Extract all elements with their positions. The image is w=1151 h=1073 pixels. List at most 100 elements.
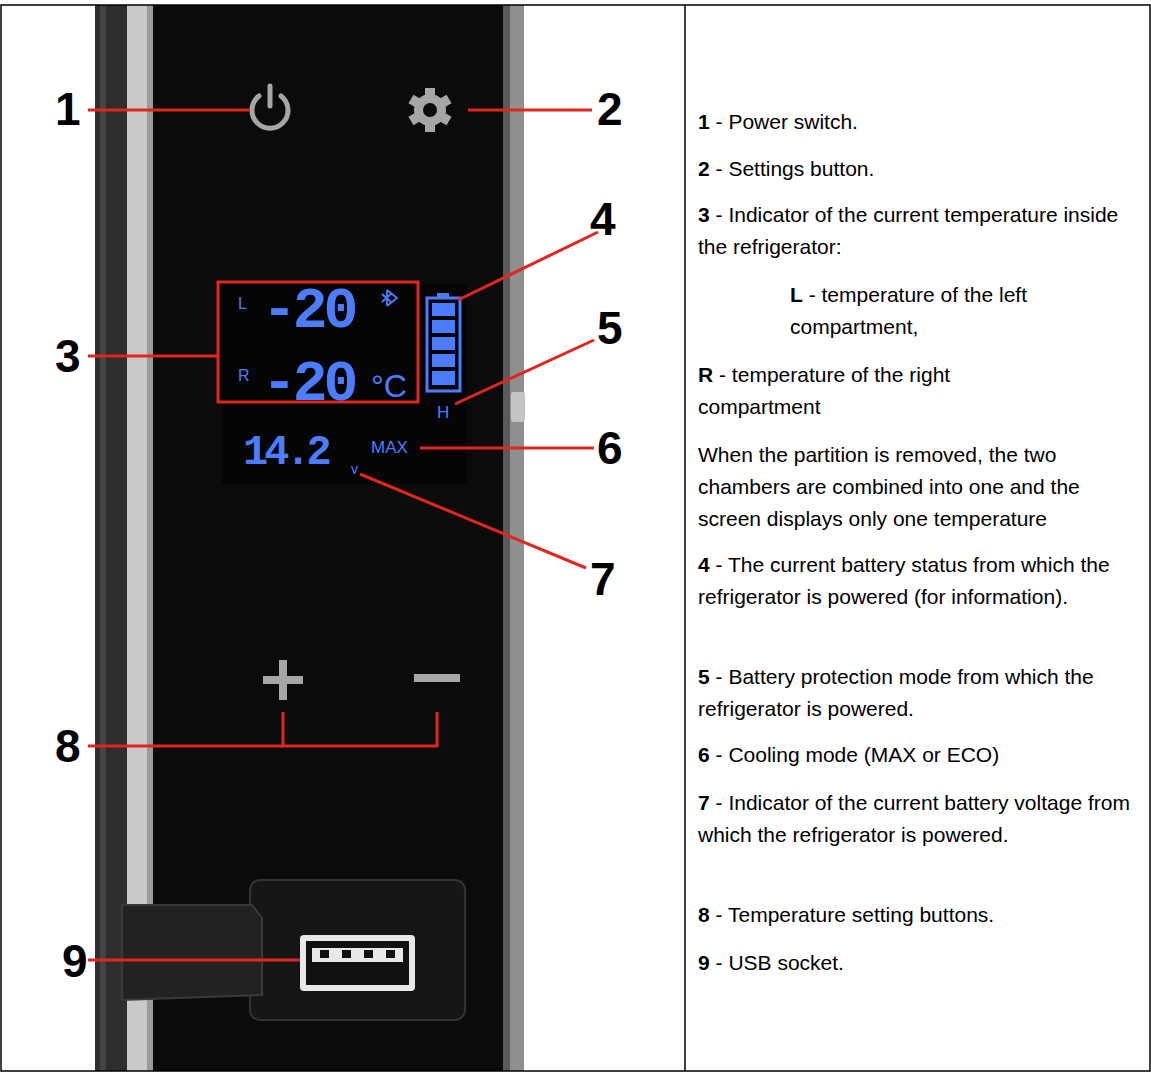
gear-icon-part — [423, 103, 437, 117]
callout-number: 1 — [55, 86, 81, 132]
callout-number: 4 — [590, 196, 616, 242]
callout-number: 8 — [55, 723, 81, 769]
description-paragraph: R- temperature of the right compartment — [698, 359, 1028, 423]
description-paragraph: 2- Settings button. — [698, 153, 1143, 185]
usb-socket-part — [320, 950, 329, 958]
description-paragraph: 9 - USB socket. — [698, 947, 1146, 979]
display-letter: R — [238, 368, 250, 384]
item-number: 2 — [698, 157, 710, 180]
callout-number: 5 — [597, 305, 623, 351]
callout-number: 6 — [597, 425, 623, 471]
item-number: 8 — [698, 903, 710, 926]
leader-lines-part — [360, 474, 586, 568]
callout-number: 2 — [597, 86, 623, 132]
item-number: 9 — [698, 951, 710, 974]
item-description: - Cooling mode (MAX or ECO) — [716, 743, 1000, 766]
leader-lines-part — [88, 745, 283, 748]
frame-lines-part — [684, 5, 686, 1071]
frame-lines — [1, 5, 1150, 1071]
gear-icon-part-part — [408, 95, 451, 126]
callout-number: 7 — [590, 556, 616, 602]
leader-lines — [88, 110, 598, 960]
usb-socket-part — [306, 941, 409, 985]
bluetooth-icon — [382, 290, 397, 306]
description-paragraph: 6 - Cooling mode (MAX or ECO) — [698, 739, 1146, 771]
gear-icon-part-part — [408, 95, 451, 126]
description-paragraph: 3- Indicator of the current temperature … — [698, 199, 1143, 263]
item-description: - temperature of the left compartment, — [790, 283, 1027, 338]
gear-icon-part — [408, 88, 451, 132]
item-number: 5 — [698, 665, 710, 688]
battery-icon-part — [432, 303, 455, 316]
device-body-part — [511, 392, 525, 422]
item-description: - temperature of the right compartment — [698, 363, 950, 418]
leader-lines-part — [88, 959, 300, 962]
description-paragraph: 8 - Temperature setting buttons. — [698, 899, 1146, 931]
leader-lines-part — [455, 340, 594, 404]
power-icon — [252, 86, 288, 128]
item-description: - Indicator of the current temperature i… — [698, 203, 1118, 258]
display-screen-part — [222, 284, 467, 484]
usb-socket-part — [342, 950, 351, 958]
usb-socket-part — [312, 948, 403, 962]
leader-lines-part — [283, 712, 437, 746]
frame-lines-part — [1, 5, 1150, 1071]
usb-socket-part — [122, 905, 262, 1000]
callout-number: 3 — [55, 333, 81, 379]
battery-icon-part — [432, 320, 455, 333]
item-description: - Temperature setting buttons. — [716, 903, 995, 926]
usb-socket-part — [250, 880, 465, 1020]
description-paragraph: L- temperature of the left compartment, — [790, 279, 1080, 343]
leader-lines-part — [88, 355, 218, 358]
gear-icon-part-part — [414, 94, 446, 126]
leader-lines-part — [458, 232, 598, 300]
item-description: - The current battery status from which … — [698, 553, 1110, 608]
display-mode-letter: H — [437, 404, 449, 421]
usb-socket-part — [300, 935, 415, 991]
item-number: 4 — [698, 553, 710, 576]
display-mode: MAX — [371, 439, 408, 456]
display-letter: L — [238, 296, 247, 312]
temperature-buttons — [263, 660, 460, 700]
bluetooth-icon-part — [382, 290, 397, 306]
item-number: 6 — [698, 743, 710, 766]
item-description: - Power switch. — [716, 110, 858, 133]
description-paragraph: 4- The current battery status from which… — [698, 549, 1146, 613]
battery-icon-part — [432, 354, 455, 367]
power-icon-part — [268, 86, 273, 106]
item-number: 3 — [698, 203, 710, 226]
display-unit: v — [351, 462, 358, 476]
temperature-buttons-part — [414, 674, 460, 682]
description-paragraph: 5- Battery protection mode from which th… — [698, 661, 1146, 725]
description-paragraph: 7- Indicator of the current battery volt… — [698, 787, 1146, 851]
device-body-part — [503, 5, 510, 1071]
battery-icon — [427, 293, 460, 391]
battery-icon-part — [432, 371, 455, 385]
display-temperature: -20 — [262, 356, 354, 414]
display-unit: °C — [371, 370, 407, 402]
temperature-buttons-part — [279, 660, 287, 700]
item-number: 7 — [698, 791, 710, 814]
usb-socket-part — [386, 950, 395, 958]
item-description: - Battery protection mode from which the… — [698, 665, 1094, 720]
usb-socket — [122, 880, 465, 1020]
battery-icon-part — [427, 298, 460, 391]
description-paragraph: When the partition is removed, the two c… — [698, 439, 1143, 535]
device-body — [95, 5, 525, 1071]
item-number: 1 — [698, 110, 710, 133]
display-screen — [222, 284, 467, 484]
item-description: - USB socket. — [716, 951, 844, 974]
item-number: L — [790, 283, 803, 306]
display-temperature: -20 — [262, 283, 354, 341]
item-description: When the partition is removed, the two c… — [698, 443, 1080, 530]
battery-icon-part — [432, 337, 455, 350]
callout-number: 9 — [62, 938, 88, 984]
gear-icon — [408, 88, 451, 132]
leader-lines-part — [420, 447, 594, 450]
display-voltage: 14.2 — [243, 432, 328, 474]
item-description: - Indicator of the current battery volta… — [698, 791, 1130, 846]
item-number: R — [698, 363, 713, 386]
usb-socket-part — [364, 950, 373, 958]
description-paragraph: 1 - Power switch. — [698, 106, 1143, 138]
